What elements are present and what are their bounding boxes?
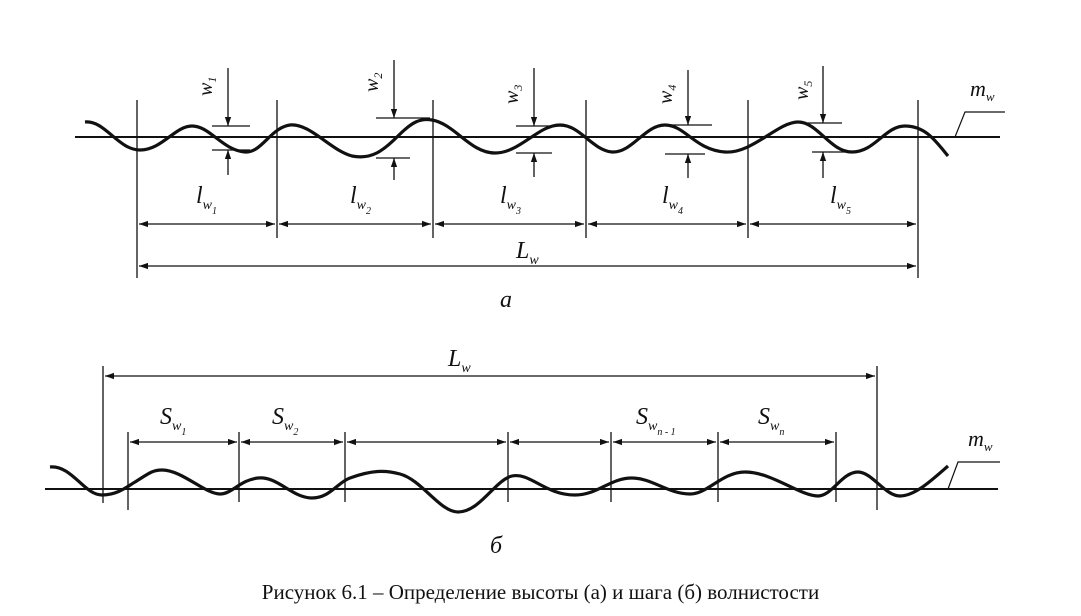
label-lw2: lw2 bbox=[350, 183, 371, 217]
label-w1: w1 bbox=[195, 77, 219, 96]
subfigure-label-b: б bbox=[490, 533, 503, 559]
label-lw5: lw5 bbox=[830, 183, 851, 217]
height-mark-w5 bbox=[800, 66, 850, 178]
profile-curve-b bbox=[49, 464, 950, 514]
label-mw-b: mw bbox=[968, 426, 993, 454]
label-w3: w3 bbox=[501, 85, 525, 104]
label-mw-a: mw bbox=[970, 76, 995, 104]
label-w5: w5 bbox=[791, 81, 815, 100]
label-w4: w4 bbox=[655, 85, 679, 104]
diagram-a-labels: w1 w2 w3 w4 w5 lw1 lw2 lw3 lw4 lw5 Lw mw… bbox=[195, 73, 995, 313]
label-lw3: lw3 bbox=[500, 183, 521, 217]
label-w2: w2 bbox=[361, 73, 385, 92]
height-mark-w1 bbox=[212, 68, 250, 175]
label-Lw-b: Lw bbox=[447, 346, 471, 376]
height-mark-w2 bbox=[376, 60, 430, 180]
diagram-a bbox=[75, 60, 1005, 278]
subfigure-label-a: а bbox=[500, 287, 512, 313]
label-Sw1: Sw1 bbox=[160, 404, 186, 438]
label-Swn: Swn bbox=[758, 404, 784, 438]
midline-a-leader bbox=[954, 111, 1005, 138]
diagram-b-labels: Lw Sw1 Sw2 Swn - 1 Swn mw б bbox=[160, 346, 993, 559]
figure-caption: Рисунок 6.1 – Определение высоты (а) и ш… bbox=[261, 580, 820, 604]
profile-curve-a bbox=[84, 117, 950, 159]
label-lw1: lw1 bbox=[196, 183, 217, 217]
height-mark-w3 bbox=[516, 68, 565, 177]
height-mark-w4 bbox=[665, 70, 712, 178]
diagram-b bbox=[45, 366, 1000, 514]
label-Sw2: Sw2 bbox=[272, 404, 298, 438]
midline-b-leader bbox=[947, 461, 1000, 490]
label-lw4: lw4 bbox=[662, 183, 683, 217]
label-Lw-a: Lw bbox=[515, 238, 539, 268]
label-Swn-1: Swn - 1 bbox=[636, 404, 676, 438]
